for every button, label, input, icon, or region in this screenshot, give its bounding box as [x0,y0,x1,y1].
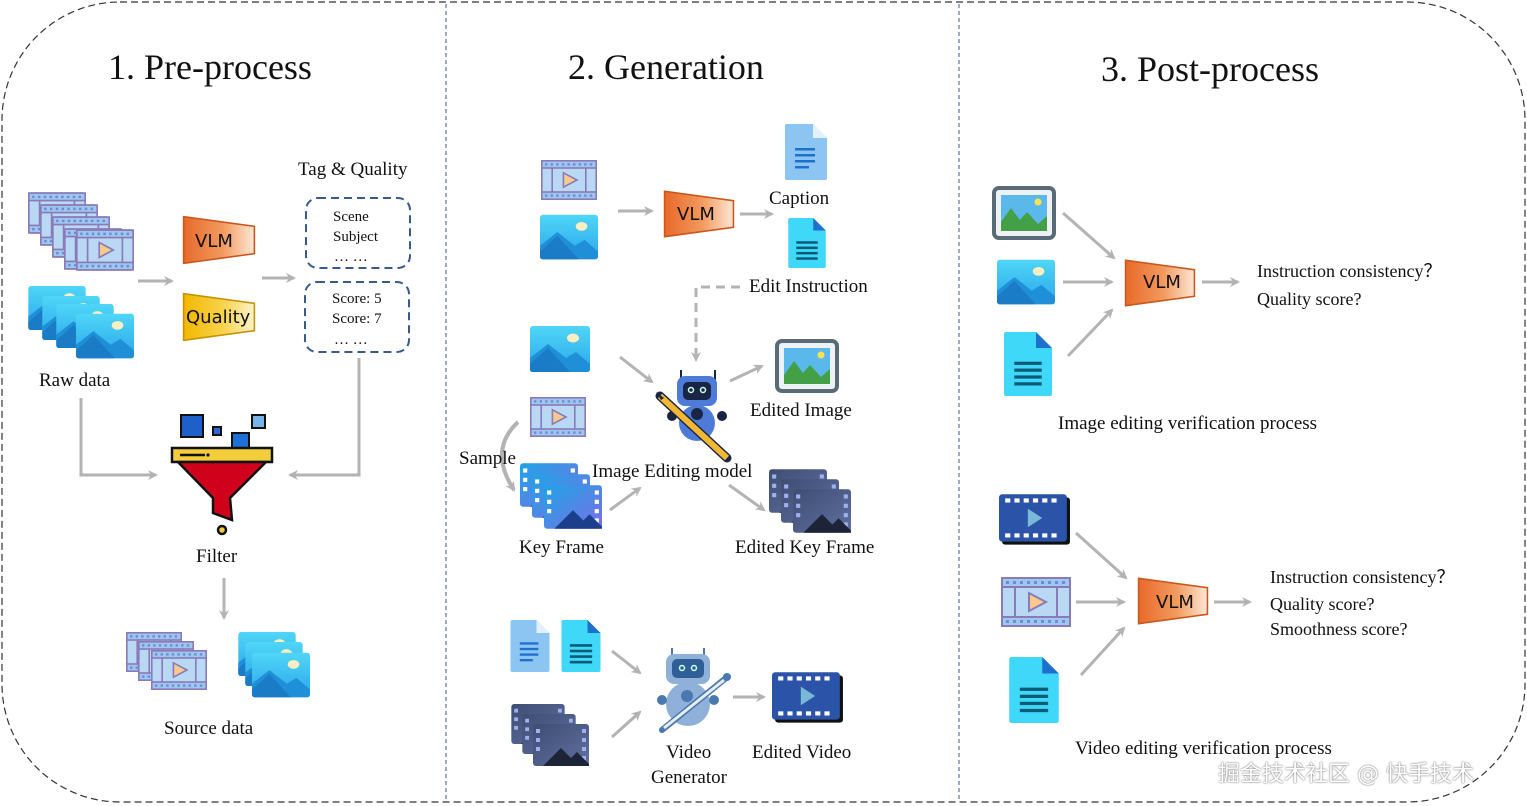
arrow-post-img-3 [1066,308,1114,358]
edited-key-frame-stack [769,469,851,533]
score-ellipsis: … … [334,332,368,348]
key-frame-label: Key Frame [519,537,604,558]
instruction-doc-icon [788,218,826,268]
tag-scene: Scene [333,209,369,225]
section-title-postprocess: 3. Post-process [1101,49,1319,89]
post-edited-image-icon [992,186,1056,240]
raw-image-stack [28,286,134,359]
post-source-video-icon [1001,576,1071,628]
edited-key-frame-label: Edited Key Frame [735,537,875,558]
arrow-scores-to-filter [288,358,361,480]
post-image-vlm-label: VLM [1143,272,1181,293]
score-1: Score: 5 [332,291,382,307]
gen-vlm-label: VLM [677,204,715,225]
video-generator-robot-icon [657,648,731,733]
edit-source-image-icon [530,326,590,372]
post-image-question-2: Quality score? [1257,289,1362,309]
arrow-keyframe-to-model [609,486,642,512]
image-verification-caption: Image editing verification process [1058,413,1318,434]
caption-label: Caption [769,188,830,209]
source-data-label: Source data [164,718,254,739]
raw-data-label: Raw data [39,370,111,391]
vlm-label: VLM [195,231,233,252]
post-video-instruction-doc-icon [1009,657,1059,723]
quality-label: Quality [186,307,251,328]
post-image-question-1: Instruction consistency？ [1257,261,1442,281]
arrow-model-to-edited-keyframe [728,483,766,512]
post-video-vlm-label: VLM [1156,592,1194,613]
edit-source-video-icon [530,396,586,438]
source-video-stack [126,632,207,691]
video-gen-instruction-doc-icon [561,620,601,672]
post-image-instruction-doc-icon [1004,332,1052,396]
tag-box [305,197,411,269]
post-video-question-2: Quality score? [1270,594,1375,614]
tag-quality-label: Tag & Quality [298,159,408,180]
score-2: Score: 7 [332,311,382,327]
arrow-raw-to-filter [79,398,158,480]
sample-arrow [500,420,520,492]
edited-image-label: Edited Image [750,400,852,421]
post-video-question-3: Smoothness score? [1270,619,1408,639]
gen-image-icon [540,214,598,260]
edit-instruction-label: Edit Instruction [749,276,868,297]
edited-image-icon [775,339,839,393]
video-gen-keyframe-stack [511,704,589,766]
source-image-stack [238,632,310,698]
arrow-docs-to-generator [611,649,642,675]
caption-doc-icon [785,124,827,180]
watermark: 掘金技术社区 @ 快手技术 [1218,762,1474,787]
arrow-post-vid-3 [1079,626,1126,677]
edited-video-icon [772,672,843,723]
sample-label: Sample [459,448,516,469]
filter-funnel-icon [170,414,274,536]
section-title-preprocess: 1. Pre-process [108,47,312,87]
filter-label: Filter [196,546,238,567]
section-title-generation: 2. Generation [568,47,764,87]
gen-video-icon [541,159,597,201]
tag-ellipsis: … … [334,249,368,265]
video-gen-caption-doc-icon [510,620,550,672]
arrow-post-vid-1 [1074,531,1128,580]
post-edited-video-icon [999,494,1070,545]
image-editing-robot-icon [655,370,732,463]
arrow-model-to-edited-image [729,364,764,383]
video-verification-caption: Video editing verification process [1075,738,1332,759]
arrow-frames-to-generator [611,710,642,739]
image-editing-model-label: Image Editing model [592,461,753,482]
video-generator-label-1: Video [666,742,712,763]
tag-subject: Subject [333,229,378,245]
post-video-question-1: Instruction consistency？ [1270,567,1455,587]
raw-video-stack [28,192,134,271]
edited-video-label: Edited Video [752,742,852,763]
arrow-post-img-1 [1062,211,1116,260]
arrow-image-to-model [619,355,654,384]
video-generator-label-2: Generator [651,767,727,788]
post-source-image-icon [997,259,1055,305]
key-frame-stack [520,463,602,529]
arrow-instruction-to-model [691,285,740,362]
score-box [304,281,410,353]
